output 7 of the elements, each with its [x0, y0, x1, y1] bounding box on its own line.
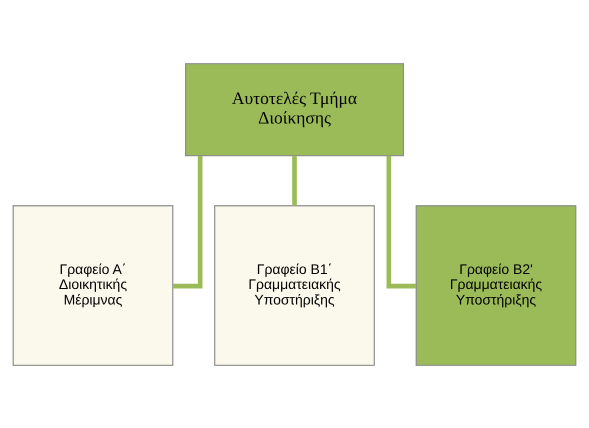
- node-box: Γραφείο Β1΄ Γραμματειακής Υποστήριξης: [214, 204, 375, 366]
- node-box: Αυτοτελές Τμήμα Διοίκησης: [185, 62, 404, 156]
- node-box: Γραφείο Α΄ Διοικητικής Μέριμνας: [12, 204, 174, 366]
- connector: [173, 156, 202, 288]
- connector: [292, 155, 297, 206]
- connector: [386, 156, 416, 288]
- node-box: Γραφείο Β2' Γραμματειακής Υποστήριξης: [416, 204, 576, 366]
